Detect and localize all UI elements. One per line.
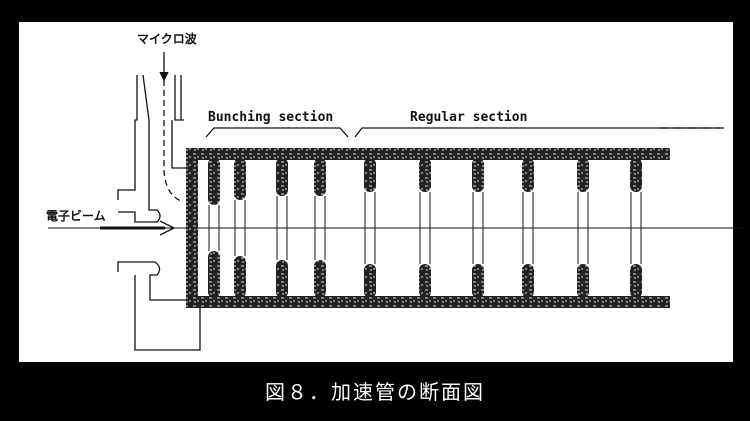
iris-disk xyxy=(419,264,431,298)
iris-disk xyxy=(630,264,642,298)
iris-disk xyxy=(364,158,376,192)
electron-beam-label: 電子ビーム xyxy=(46,209,106,223)
iris-disk xyxy=(234,158,246,200)
iris-disk xyxy=(314,158,326,196)
bunching-bracket xyxy=(205,127,349,138)
iris-disk xyxy=(472,158,484,192)
iris-disk xyxy=(419,158,431,192)
iris-disk xyxy=(577,264,589,298)
iris-disk xyxy=(276,158,288,196)
figure-caption: 図８．加速管の断面図 xyxy=(265,380,485,404)
regular-section-label: Regular section xyxy=(410,110,528,125)
iris-disks xyxy=(208,158,642,298)
iris-disk xyxy=(314,260,326,298)
iris-disk xyxy=(364,264,376,298)
iris-disk xyxy=(208,251,220,298)
iris-disk xyxy=(630,158,642,192)
electron-beam-axis xyxy=(48,220,745,236)
iris-disk xyxy=(472,264,484,298)
microwave-label: マイクロ波 xyxy=(137,32,197,46)
iris-disk xyxy=(208,158,220,205)
iris-disk xyxy=(276,260,288,298)
bunching-section-label: Bunching section xyxy=(208,110,334,125)
iris-disk xyxy=(522,264,534,298)
tube-wall xyxy=(186,148,670,308)
iris-disk xyxy=(522,158,534,192)
waveguide xyxy=(117,74,201,351)
iris-disk xyxy=(234,256,246,298)
iris-disk xyxy=(577,158,589,192)
